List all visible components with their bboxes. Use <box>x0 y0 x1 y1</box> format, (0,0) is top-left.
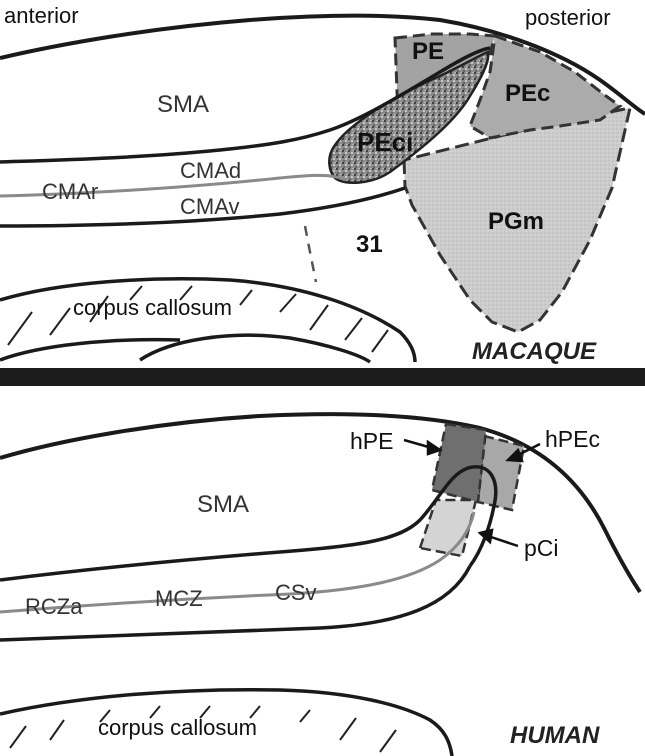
hpe-label: hPE <box>350 428 394 454</box>
human-species-label: HUMAN <box>510 722 600 749</box>
pec-region <box>468 33 623 140</box>
macaque-brain-outline <box>0 13 645 116</box>
peci-label: PEci <box>357 127 414 157</box>
macaque-cingulate-gyrus-lower <box>0 186 406 228</box>
panel-divider <box>0 368 645 386</box>
macaque-panel <box>0 13 645 364</box>
human-sma-label: SMA <box>197 491 250 518</box>
arrowhead-hpe <box>426 439 443 456</box>
cmar-label: CMAr <box>42 179 99 204</box>
hpec-region <box>476 434 526 512</box>
macaque-callosum-hatching <box>7 285 389 353</box>
human-brain-outline <box>0 412 642 594</box>
arrowhead-hpec <box>505 447 524 463</box>
macaque-corpus-callosum <box>0 277 417 364</box>
anterior-label: anterior <box>4 3 79 28</box>
arrowhead-pci <box>477 528 494 545</box>
posterior-label: posterior <box>525 5 611 30</box>
human-corpus-callosum <box>0 687 454 756</box>
pe-label: PE <box>412 38 445 65</box>
area31-label: 31 <box>356 231 383 258</box>
arrow-pci <box>487 534 519 548</box>
area31-border <box>303 225 318 283</box>
cmad-label: CMAd <box>180 158 242 183</box>
human-callosum-hatching <box>9 705 397 753</box>
pci-label: pCi <box>524 535 559 561</box>
human-arrows <box>403 438 541 548</box>
macaque-cingulate-sulcus <box>0 46 491 164</box>
human-cingulate-sulcus-inner <box>0 511 476 614</box>
macaque-cingulate-sulcus-inner <box>0 173 346 198</box>
pec-label: PEc <box>505 80 551 107</box>
mcz-label: MCZ <box>155 586 203 611</box>
hpec-label: hPEc <box>545 426 600 452</box>
human-cingulate-sulcus <box>0 465 498 582</box>
rcza-label: RCZa <box>25 594 83 619</box>
pgm-label: PGm <box>488 208 545 235</box>
cmav-label: CMAv <box>180 194 240 219</box>
human-panel <box>0 412 642 756</box>
human-cingulate-gyrus-lower <box>0 565 472 642</box>
macaque-sma-label: SMA <box>157 91 210 118</box>
csv-label: CSv <box>275 580 317 605</box>
macaque-corpus-callosum-label: corpus callosum <box>73 295 232 320</box>
macaque-species-label: MACAQUE <box>472 338 596 365</box>
hpe-region <box>430 422 488 504</box>
human-corpus-callosum-label: corpus callosum <box>98 715 257 740</box>
